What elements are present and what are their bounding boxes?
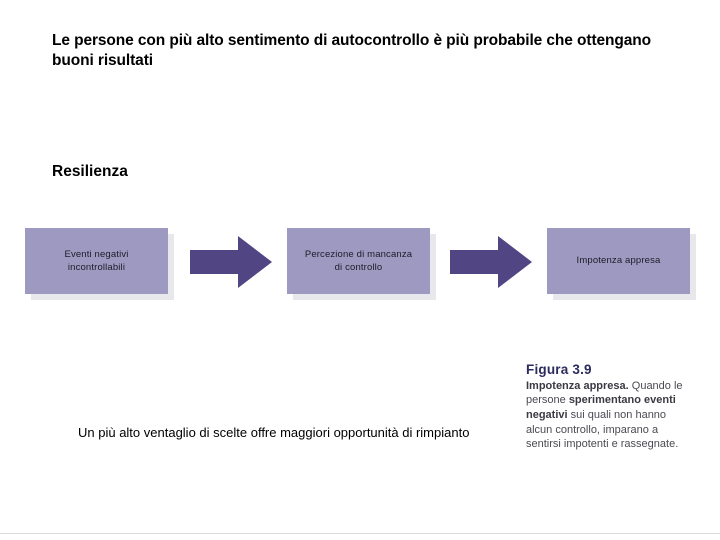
right-arrow-icon [190,236,272,288]
flow-node-face: Impotenza appresa [547,228,690,294]
figure-caption-body-part-2: sui quali non hanno alcun controllo, imp… [526,408,679,451]
figure-caption-body-emphasis: sperimentano eventi negativi [526,394,676,421]
figure-caption: Figura 3.9 Impotenza appresa. Quando le … [526,362,692,452]
figure-number: Figura 3.9 [526,362,592,377]
right-arrow-icon [450,236,532,288]
flow-node-label-line1: Impotenza appresa [576,255,661,267]
flow-node-impotenza-appresa[interactable]: Impotenza appresa [547,228,696,300]
flow-node-label-line2: incontrollabili [67,262,126,273]
flow-node-eventi-negativi[interactable]: Eventi negativi incontrollabili [25,228,174,300]
figure-caption-body: Impotenza appresa. Quando le persone spe… [526,379,692,453]
flow-node-label: Impotenza appresa [571,254,667,267]
bottom-note-text: Un più alto ventaglio di scelte offre ma… [78,425,470,440]
bottom-divider [0,533,720,534]
flow-node-percezione-mancanza-controllo[interactable]: Percezione di mancanza di controllo [287,228,436,300]
flow-node-face: Percezione di mancanza di controllo [287,228,430,294]
flow-node-label-line2: di controllo [334,262,383,273]
page-title: Le persone con più alto sentimento di au… [52,32,652,70]
flow-node-label-line1: Eventi negativi [64,248,129,260]
flow-node-label: Eventi negativi incontrollabili [58,248,134,275]
figure-caption-body-part-1: Quando le persone [526,379,683,407]
flow-node-face: Eventi negativi incontrollabili [25,228,168,294]
section-heading-resilienza: Resilienza [52,163,128,180]
flow-node-label: Percezione di mancanza di controllo [299,248,418,275]
figure-caption-lead: Impotenza appresa. [526,379,629,392]
flow-node-label-line1: Percezione di mancanza [304,248,413,260]
